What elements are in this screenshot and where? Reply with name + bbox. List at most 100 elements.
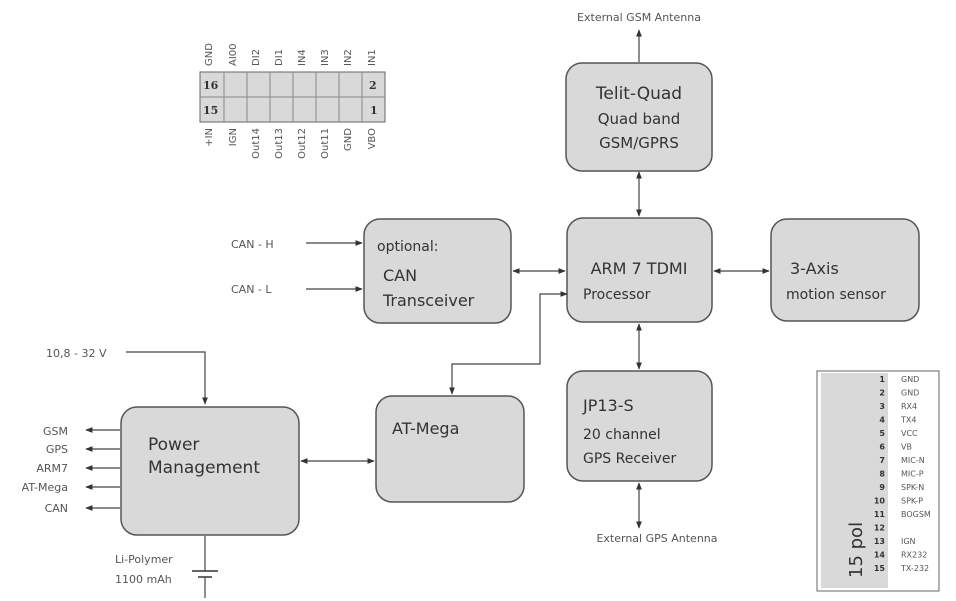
gsm-antenna-label: External GSM Antenna (577, 11, 701, 24)
pin-label: GND (204, 43, 215, 66)
pin-label: +IN (204, 128, 215, 147)
gps-line3: GPS Receiver (583, 451, 676, 467)
output-gps-label: GPS (46, 443, 68, 456)
pin-label: IN1 (367, 49, 378, 66)
output-atmega-label: AT-Mega (22, 481, 68, 494)
motion-box (770, 218, 920, 322)
can-subtitle: Transceiver (382, 291, 475, 310)
pin-label: IN4 (297, 49, 308, 66)
power-management-block: Power Management (120, 406, 300, 536)
pin-label: AI00 (228, 43, 239, 66)
motion-sensor-block: 3-Axis motion sensor (770, 218, 920, 322)
atmega-block: AT-Mega (375, 395, 525, 503)
connector16-bottom-labels: +IN IGN Out14 Out13 Out12 Out11 GND VBO (204, 128, 378, 159)
pin-name: SPK-N (901, 483, 924, 492)
pin-name: SPK-P (901, 497, 923, 506)
pin-number: 4 (879, 416, 885, 425)
pin-number: 11 (874, 510, 886, 519)
pin-label: DI2 (251, 49, 262, 66)
pin-number: 15 (874, 564, 886, 573)
pin-name: GND (901, 389, 919, 398)
power-outputs: GSM GPS ARM7 AT-Mega CAN (22, 425, 120, 515)
pin-name: VB (901, 443, 912, 452)
gps-line2: 20 channel (583, 427, 661, 443)
cell-16: 16 (203, 79, 219, 92)
pin-label: GND (343, 128, 354, 151)
can-optional: optional: (377, 239, 438, 255)
arm-atmega-link (449, 291, 568, 395)
pin-number: 12 (874, 524, 885, 533)
can-transceiver-block: optional: CAN Transceiver (363, 218, 512, 324)
pin-label: Out12 (297, 128, 308, 159)
gps-title: JP13-S (582, 396, 634, 415)
telit-line3: GSM/GPRS (599, 134, 679, 152)
gps-box (566, 370, 713, 482)
pin-number: 14 (874, 551, 886, 560)
pin-name: IGN (901, 537, 916, 546)
power-box (120, 406, 300, 536)
connector15-label: 15 pol (846, 522, 867, 578)
output-gsm-label: GSM (43, 425, 68, 438)
atmega-title: AT-Mega (392, 419, 459, 438)
power-subtitle: Management (148, 458, 260, 478)
arm-box (566, 217, 713, 323)
pin-label: Out14 (251, 128, 262, 159)
gps-antenna-label: External GPS Antenna (596, 532, 717, 545)
cell-2: 2 (369, 79, 377, 92)
supply-arrow (126, 351, 208, 405)
pin-number: 5 (879, 429, 885, 438)
can-l-label: CAN - L (231, 283, 272, 296)
telit-box (565, 62, 713, 172)
pin-number: 6 (879, 443, 885, 452)
motion-title: 3-Axis (790, 259, 839, 278)
cell-15: 15 (203, 104, 218, 117)
pin-name: RX4 (901, 402, 917, 411)
arm-processor-block: ARM 7 TDMI Processor (566, 217, 713, 323)
pin-number: 2 (879, 389, 885, 398)
connector-16-pin: GND AI00 DI2 DI1 IN4 IN3 IN2 IN1 16 2 15… (199, 43, 386, 159)
battery: Li-Polymer 1100 mAh (115, 536, 218, 598)
output-arm7-label: ARM7 (36, 462, 68, 475)
pin-label: Out13 (274, 128, 285, 159)
atmega-box (375, 395, 525, 503)
telit-title: Telit-Quad (595, 84, 682, 104)
pin-label: IN3 (320, 49, 331, 66)
pin-number: 10 (874, 497, 886, 506)
motion-subtitle: motion sensor (786, 287, 886, 303)
pin-name: GND (901, 375, 919, 384)
pin-name: BOGSM (901, 510, 931, 519)
pin-number: 1 (879, 375, 885, 384)
pin-number: 8 (879, 470, 885, 479)
can-title: CAN (383, 266, 417, 285)
pin-number: 7 (879, 456, 885, 465)
arm-title: ARM 7 TDMI (591, 259, 688, 278)
pin-name: RX232 (901, 551, 927, 560)
pin-name: VCC (901, 429, 918, 438)
pin-label: IN2 (343, 49, 354, 66)
pin-name: MIC-P (901, 470, 924, 479)
connector16-top-labels: GND AI00 DI2 DI1 IN4 IN3 IN2 IN1 (204, 43, 378, 66)
telit-line2: Quad band (598, 110, 681, 128)
gps-receiver-block: JP13-S 20 channel GPS Receiver (566, 370, 713, 482)
battery-capacity-label: 1100 mAh (115, 573, 172, 586)
pin-label: IGN (228, 128, 239, 146)
pin-name: TX4 (900, 416, 916, 425)
pin-label: Out11 (320, 128, 331, 159)
power-title: Power (148, 435, 199, 455)
can-h-label: CAN - H (231, 238, 274, 251)
supply-voltage-label: 10,8 - 32 V (46, 347, 107, 360)
telit-module-block: Telit-Quad Quad band GSM/GPRS (565, 62, 713, 172)
pin-number: 13 (874, 537, 885, 546)
battery-type-label: Li-Polymer (115, 553, 173, 566)
pin-name: MIC-N (901, 456, 925, 465)
pin-name: TX-232 (900, 564, 929, 573)
cell-1: 1 (370, 104, 378, 117)
arm-subtitle: Processor (583, 287, 651, 303)
pin-number: 3 (879, 402, 885, 411)
pin-number: 9 (879, 483, 885, 492)
connector15-body (821, 373, 888, 588)
pin-label: VBO (367, 128, 378, 150)
